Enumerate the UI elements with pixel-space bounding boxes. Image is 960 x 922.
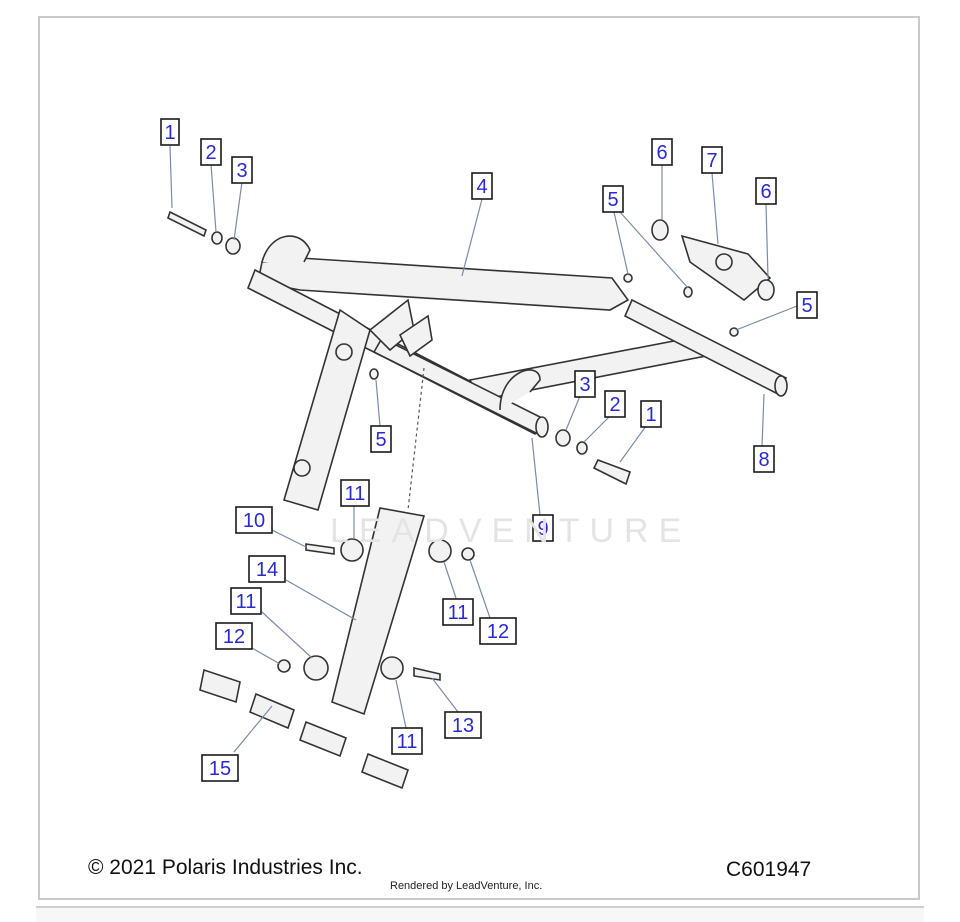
part-shaft-front-end [535, 416, 549, 438]
svg-text:2: 2 [205, 142, 216, 164]
callout-1b[interactable]: 1 [640, 400, 662, 428]
watermark-text: LEADVENTURE [330, 512, 692, 550]
svg-text:4: 4 [476, 176, 487, 198]
part-bolt-13 [413, 666, 441, 681]
svg-text:3: 3 [236, 160, 247, 182]
part-spacer-11c [303, 655, 329, 681]
svg-text:14: 14 [256, 559, 278, 581]
callout-11a[interactable]: 11 [340, 479, 370, 507]
callout-2b[interactable]: 2 [604, 390, 626, 418]
part-bushing-15c [299, 720, 347, 758]
assembly-dashed-line [407, 367, 425, 511]
svg-text:9: 9 [537, 518, 548, 540]
svg-text:11: 11 [448, 602, 469, 624]
part-pivot-hole [715, 253, 733, 271]
callout-9[interactable]: 9 [532, 514, 554, 542]
part-bushing-15b [249, 692, 295, 730]
callout-11c[interactable]: 11 [442, 598, 474, 626]
callout-4[interactable]: 4 [471, 172, 493, 200]
bottom-panel-edge [36, 906, 924, 922]
part-spacer-11a [340, 538, 364, 562]
svg-text:11: 11 [345, 483, 366, 505]
part-bushing-15d [361, 752, 409, 790]
part-spacer-11b [428, 539, 452, 563]
part-bushing-15a [199, 668, 241, 704]
part-bracket-plate-2 [398, 314, 433, 358]
svg-text:1: 1 [164, 122, 175, 144]
part-lower-link-arm [331, 507, 426, 716]
svg-text:5: 5 [607, 189, 618, 211]
callout-5b[interactable]: 5 [796, 291, 818, 319]
callout-11b[interactable]: 11 [230, 587, 262, 615]
callout-1a[interactable]: 1 [160, 118, 180, 146]
callout-12a[interactable]: 12 [215, 622, 253, 650]
svg-text:11: 11 [236, 591, 257, 613]
svg-text:3: 3 [579, 374, 590, 396]
parts-illustration [167, 210, 788, 790]
svg-text:7: 7 [706, 150, 717, 172]
svg-text:15: 15 [209, 758, 231, 780]
callout-10[interactable]: 10 [235, 506, 273, 534]
part-washer-left [225, 237, 241, 255]
part-washer-right [555, 429, 571, 447]
svg-text:6: 6 [760, 181, 771, 203]
part-shaft-right-end [774, 375, 788, 397]
callout-12b[interactable]: 12 [479, 617, 517, 645]
part-loop-right [499, 369, 541, 411]
part-nut-right [576, 441, 588, 455]
svg-text:11: 11 [397, 731, 418, 753]
callout-13[interactable]: 13 [444, 711, 482, 739]
part-washer-6a [651, 219, 669, 241]
rendered-by-text: Rendered by LeadVenture, Inc. [390, 880, 543, 892]
part-upper-link-bolt-bottom [293, 459, 311, 477]
part-upper-link-bolt-top [335, 343, 353, 361]
callout-5a[interactable]: 5 [602, 185, 624, 213]
callout-11d[interactable]: 11 [391, 727, 423, 755]
part-setscrew-5b [683, 286, 693, 298]
svg-text:10: 10 [243, 510, 265, 532]
callout-14[interactable]: 14 [248, 555, 286, 583]
svg-text:5: 5 [801, 295, 812, 317]
part-setscrew-5d [369, 368, 379, 380]
part-bolt-10 [305, 543, 335, 555]
leader-lines [169, 145, 798, 753]
svg-text:13: 13 [452, 715, 474, 737]
diagram-code: C601947 [726, 858, 812, 881]
callout-15[interactable]: 15 [201, 754, 239, 782]
part-nut-left [211, 231, 223, 245]
svg-text:1: 1 [645, 404, 656, 426]
svg-text:12: 12 [223, 626, 245, 648]
part-bolt-right [592, 458, 632, 486]
svg-text:5: 5 [375, 429, 386, 451]
part-nut-12b [277, 659, 291, 673]
part-spacer-11d [380, 656, 404, 680]
svg-text:6: 6 [656, 142, 667, 164]
part-loop-left [261, 235, 311, 263]
callout-8[interactable]: 8 [753, 445, 775, 473]
svg-text:2: 2 [609, 394, 620, 416]
part-bolt-left [167, 210, 207, 238]
callout-6a[interactable]: 6 [651, 138, 673, 166]
callout-3a[interactable]: 3 [231, 156, 253, 184]
copyright-text: © 2021 Polaris Industries Inc. [88, 856, 363, 879]
svg-text:12: 12 [487, 621, 509, 643]
callout-3b[interactable]: 3 [574, 370, 596, 398]
callout-6b[interactable]: 6 [755, 177, 777, 205]
callout-7[interactable]: 7 [701, 146, 723, 174]
part-washer-6b [757, 279, 775, 301]
part-setscrew-5a [623, 273, 633, 283]
callout-2a[interactable]: 2 [200, 138, 222, 166]
callout-5c[interactable]: 5 [370, 425, 392, 453]
svg-text:8: 8 [758, 449, 769, 471]
part-nut-12a [461, 547, 475, 561]
